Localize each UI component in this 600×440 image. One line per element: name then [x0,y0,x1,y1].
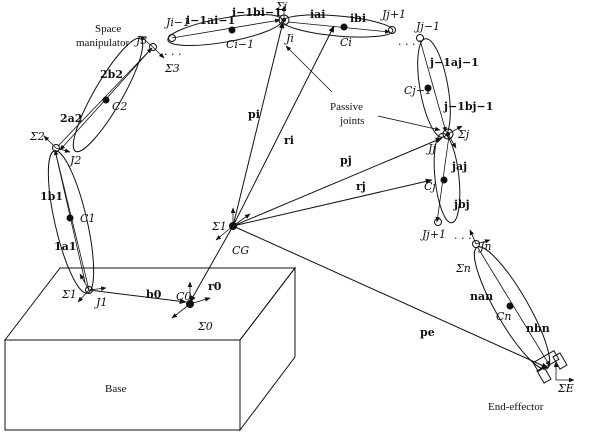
base-frame-c0 [171,281,211,319]
joint-j-i-minus-1: Ji−1 [164,16,190,29]
joint-j2: J2 [68,154,81,167]
passive-joints-caption-2: joints [339,115,364,127]
vector-a-i-minus-1-label: i−1ai−1 [186,14,235,27]
frame-sigma-0: Σ0 [197,320,213,333]
vector-a-j-label: jaj [451,160,467,173]
end-effector-gripper [532,349,575,384]
ellipsis-right-top: · · · [398,38,415,51]
frame-sigma-1-cg: Σ1 [211,220,227,233]
vector-ri-label: ri [284,134,294,147]
vector-b0 [88,289,187,305]
vector-pj [232,137,443,227]
joint-j-j-minus-1: Jj−1 [414,20,440,33]
vector-rj [232,178,433,227]
center-c-i: Ci [340,36,352,49]
center-c-g: CG [232,244,249,257]
joint-j3: J3 [134,34,147,47]
frame-sigma-e: ΣE [557,382,574,395]
space-manipulator-caption-1: Space [95,23,121,35]
vector-b2-label: 2b2 [100,68,123,81]
passive-joint-pointers [285,45,441,132]
frame-sigma-n: Σn [455,262,471,275]
joint-j1: J1 [94,296,107,309]
vector-rj-label: rj [356,180,366,193]
vector-pj-label: pj [340,154,352,167]
base-label: Base [105,383,127,395]
frame-sigma-2: Σ2 [29,130,45,143]
joint-frame-axes [43,5,491,303]
link-i [282,14,394,38]
center-c-j: Cj [424,180,436,193]
vector-a1-label: 1a1 [54,240,76,253]
vector-pi [232,21,285,227]
frame-sigma-3: Σ3 [164,62,180,75]
vector-b-j-label: jbj [453,198,470,211]
frame-sigma-j: Σj [457,128,470,141]
vector-r0-label: r0 [208,280,222,293]
vector-b-j-minus-1-label: j−1bj−1 [443,100,493,113]
vector-a-n-label: nan [470,290,493,303]
center-c2: C2 [112,100,127,113]
vector-pe [232,225,549,369]
vector-b-i-minus-1-label: i−1bi−1 [232,6,282,19]
vector-r0 [189,225,234,303]
joint-j-i: Ji [284,32,294,45]
space-manipulator-caption-2: manipulator [76,37,129,49]
ellipsis-arm-top: · · · [164,48,181,61]
vector-b-i-label: ibi [350,12,366,25]
vector-b-n-label: nbn [526,322,550,335]
joint-j-j-plus-1: Jj+1 [420,228,446,241]
joint-j-n: Jn [478,240,492,253]
center-of-gravity-vectors [88,21,549,369]
base-box [3,266,297,432]
center-c1: C1 [80,212,95,225]
frame-sigma-i: Σi [275,0,287,13]
center-c-n: Cn [496,310,512,323]
mass-center-dots [66,23,514,310]
vector-a-j-minus-1-label: j−1aj−1 [429,56,479,69]
vector-b1-label: 1b1 [40,190,63,203]
link-2 [57,37,153,153]
vector-pe-label: pe [420,326,435,339]
center-c-i-minus-1: Ci−1 [226,38,254,51]
vector-pi-label: pi [248,108,260,121]
joint-j-j-plus-1-top: Jj+1 [380,8,406,21]
vector-a2-label: 2a2 [60,112,82,125]
center-c-j-minus-1: Cj−1 [404,84,432,97]
vector-b0-label: b0 [146,288,162,301]
vector-ri [232,25,335,227]
ellipsis-right-bottom: · · · [454,232,471,245]
frame-sigma-1-arm: Σ1 [61,288,77,301]
passive-joints-caption-1: Passive [330,101,363,113]
vector-a-i-label: iai [310,8,326,21]
link-j-minus-1 [417,38,451,138]
center-c-0: C0 [176,290,191,303]
joint-j-j: Jj [426,142,436,155]
end-effector-caption: End-effector [488,401,544,413]
joint-markers [52,14,480,294]
